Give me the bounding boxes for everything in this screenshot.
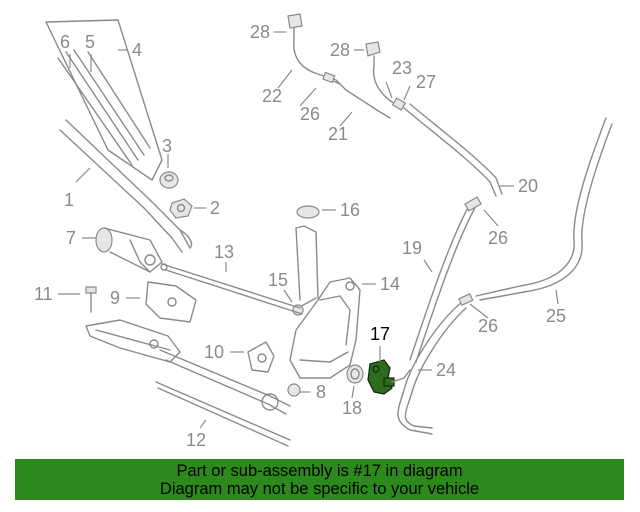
callout-19: 19 xyxy=(402,238,422,258)
wiper-linkage-frame xyxy=(85,319,291,415)
washer-hoses-upper xyxy=(293,39,407,119)
wiper-motor xyxy=(95,227,163,273)
callout-28-left: 28 xyxy=(250,22,270,42)
callout-9: 9 xyxy=(110,288,120,308)
banner-part-line: Part or sub-assembly is #17 in diagram xyxy=(176,462,463,480)
callout-15: 15 xyxy=(268,270,288,290)
callout-11: 11 xyxy=(34,284,53,304)
washer-nozzle-left xyxy=(287,13,303,41)
washer-reservoir xyxy=(289,277,361,379)
linkage-rod-13 xyxy=(160,263,303,315)
callout-26-middle: 26 xyxy=(488,228,508,248)
info-banner: Part or sub-assembly is #17 in diagram D… xyxy=(15,459,624,500)
callout-24: 24 xyxy=(436,360,456,380)
nut-part-2 xyxy=(169,198,193,219)
callout-3: 3 xyxy=(162,136,172,156)
linkage-rod-12 xyxy=(155,381,291,447)
callout-25: 25 xyxy=(546,306,566,326)
callout-23: 23 xyxy=(392,58,412,78)
callout-14: 14 xyxy=(380,274,400,294)
grommet-part-18 xyxy=(346,364,364,384)
washer-hose-main xyxy=(403,103,503,363)
nut-part-3 xyxy=(159,171,179,189)
callout-labels: 1 2 3 4 5 6 7 8 9 10 11 12 13 14 15 16 1… xyxy=(34,22,566,450)
callout-22: 22 xyxy=(262,86,282,106)
callout-2: 2 xyxy=(210,198,220,218)
callout-18: 18 xyxy=(342,398,362,418)
callout-16: 16 xyxy=(340,200,360,220)
callout-13: 13 xyxy=(214,242,234,262)
callout-12: 12 xyxy=(186,430,206,450)
nut-part-8 xyxy=(287,383,301,397)
washer-fill-pipe xyxy=(295,205,320,301)
washer-pump-part-17[interactable] xyxy=(367,359,395,395)
wiper-arm-assembly xyxy=(45,19,193,253)
callout-5: 5 xyxy=(85,32,95,52)
callout-4: 4 xyxy=(132,40,142,60)
bolt-part-11 xyxy=(85,286,97,313)
callout-20: 20 xyxy=(518,176,538,196)
callout-10: 10 xyxy=(204,342,224,362)
bracket-part-10 xyxy=(247,341,275,373)
callout-leaders xyxy=(58,31,559,429)
callout-6: 6 xyxy=(60,32,70,52)
bracket-part-9 xyxy=(145,281,197,323)
callout-7: 7 xyxy=(66,228,76,248)
callout-17: 17 xyxy=(370,324,390,344)
washer-nozzle-right xyxy=(365,41,381,67)
callout-21: 21 xyxy=(328,124,348,144)
callout-8: 8 xyxy=(316,382,326,402)
callout-27: 27 xyxy=(416,72,436,92)
callout-1: 1 xyxy=(64,190,74,210)
washer-hose-rear xyxy=(391,117,613,435)
banner-disclaimer-line: Diagram may not be specific to your vehi… xyxy=(159,480,480,498)
callout-26-upper: 26 xyxy=(300,104,320,124)
callout-26-lower: 26 xyxy=(478,316,498,336)
callout-28-right: 28 xyxy=(330,40,350,60)
